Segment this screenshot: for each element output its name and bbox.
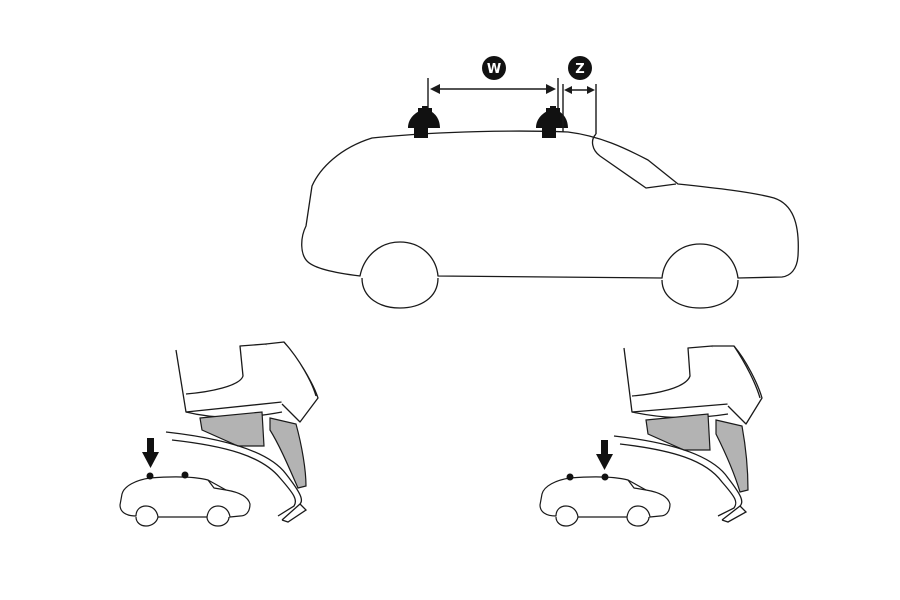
- w-label: W: [487, 62, 501, 77]
- z-label: Z: [575, 62, 584, 77]
- dimension-w: [427, 78, 559, 108]
- door-gasket: [199, 411, 265, 447]
- main-car-icon: [301, 130, 799, 309]
- door-frame-icon: [175, 341, 319, 423]
- body-panel: [165, 431, 303, 521]
- roof-foot-icon-left: [408, 106, 440, 138]
- small-foot-left-a: [146, 472, 154, 480]
- roof-foot-icon-right: [536, 106, 568, 138]
- car-body-outline: [301, 130, 799, 279]
- door-gasket-right: [645, 413, 711, 451]
- small-foot-right-b: [601, 473, 609, 481]
- dimension-z: [562, 84, 597, 134]
- door-seal: [269, 417, 307, 489]
- down-arrow-icon-right: [596, 440, 613, 470]
- rear-wheel-icon: [661, 279, 739, 309]
- z-badge: Z: [568, 56, 592, 80]
- small-foot-right-a: [566, 473, 574, 481]
- right-detail: [539, 345, 763, 527]
- car-windshield-line: [591, 133, 677, 189]
- w-badge: W: [482, 56, 506, 80]
- small-car-icon-right: [539, 476, 671, 527]
- small-foot-left-b: [181, 471, 189, 479]
- left-detail: [119, 341, 319, 527]
- small-car-icon-left: [119, 476, 251, 527]
- front-wheel-icon: [361, 277, 439, 309]
- door-frame-icon-right: [623, 345, 763, 425]
- door-seal-right: [715, 419, 749, 493]
- down-arrow-icon-left: [142, 438, 159, 468]
